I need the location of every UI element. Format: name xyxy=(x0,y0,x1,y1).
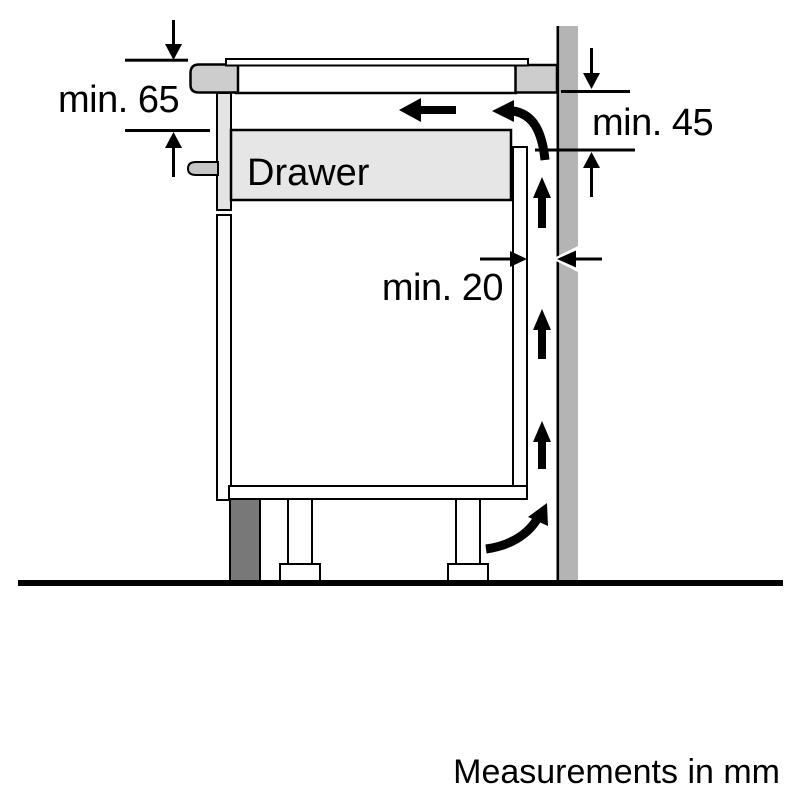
dim-20-left-arrow-shaft xyxy=(480,257,512,261)
dim-65-up-arrow-head xyxy=(165,132,182,148)
dim-65-down-arrow-head xyxy=(165,44,182,60)
airflow-top-curve-arrow-head xyxy=(492,100,514,122)
worktop-front-section xyxy=(189,63,240,94)
dim-45-lower-line xyxy=(535,148,635,152)
cabinet-back-panel xyxy=(512,146,528,500)
hob-body xyxy=(234,62,518,95)
front-leg-shaft xyxy=(287,498,313,567)
airflow-bottom-curve-arrow-head xyxy=(528,503,548,526)
airflow-top-curve-arrow xyxy=(511,106,550,161)
airflow-up-arrow-shaft xyxy=(538,196,546,228)
rear-leg-foot xyxy=(447,563,489,582)
worktop-rear-section xyxy=(514,63,559,94)
floor-line xyxy=(18,580,783,586)
cabinet-door-front xyxy=(216,214,232,501)
airflow-up-arrow-head xyxy=(533,421,551,442)
airflow-up-arrow-head xyxy=(533,309,551,330)
airflow-bottom-curve-arrow xyxy=(485,513,543,554)
plinth xyxy=(229,498,261,582)
front-leg-foot xyxy=(279,563,321,582)
rear-leg-shaft xyxy=(455,498,481,567)
dim-20-right-arrow-head xyxy=(557,250,576,268)
cabinet-bottom-panel xyxy=(228,485,528,500)
airflow-up-arrow-shaft xyxy=(538,328,546,359)
airflow-up-arrow-shaft xyxy=(538,440,546,469)
dim-65-lower-line xyxy=(125,129,210,132)
dim-45-down-arrow-shaft xyxy=(590,48,593,74)
dim-20-left-arrow-head xyxy=(510,251,527,267)
dim-65-down-arrow-shaft xyxy=(172,20,175,47)
dim-20-label: min. 20 xyxy=(382,267,503,309)
measurements-note: Measurements in mm xyxy=(453,753,780,791)
dim-65-up-arrow-shaft xyxy=(172,147,175,177)
drawer-handle xyxy=(186,161,219,176)
airflow-left-arrow-head xyxy=(399,98,421,122)
airflow-up-arrow-head xyxy=(533,177,551,198)
wall-edge-line xyxy=(556,26,560,581)
dim-65-upper-line xyxy=(125,58,188,62)
dim-45-upper-line xyxy=(561,90,630,93)
dim-45-down-arrow-head xyxy=(583,73,600,89)
dim-45-up-arrow-shaft xyxy=(590,168,593,197)
drawer-label: Drawer xyxy=(247,152,370,194)
dim-45-up-arrow-head xyxy=(583,152,600,168)
dim-65-label: min. 65 xyxy=(58,79,179,121)
drawer-body xyxy=(229,128,513,202)
dim-20-right-arrow-shaft xyxy=(574,257,602,261)
hob-glass-panel xyxy=(225,58,529,67)
airflow-left-arrow-shaft xyxy=(419,106,456,114)
dim-45-label: min. 45 xyxy=(592,102,713,144)
drawer-front-panel xyxy=(216,92,232,211)
wall xyxy=(557,26,578,581)
